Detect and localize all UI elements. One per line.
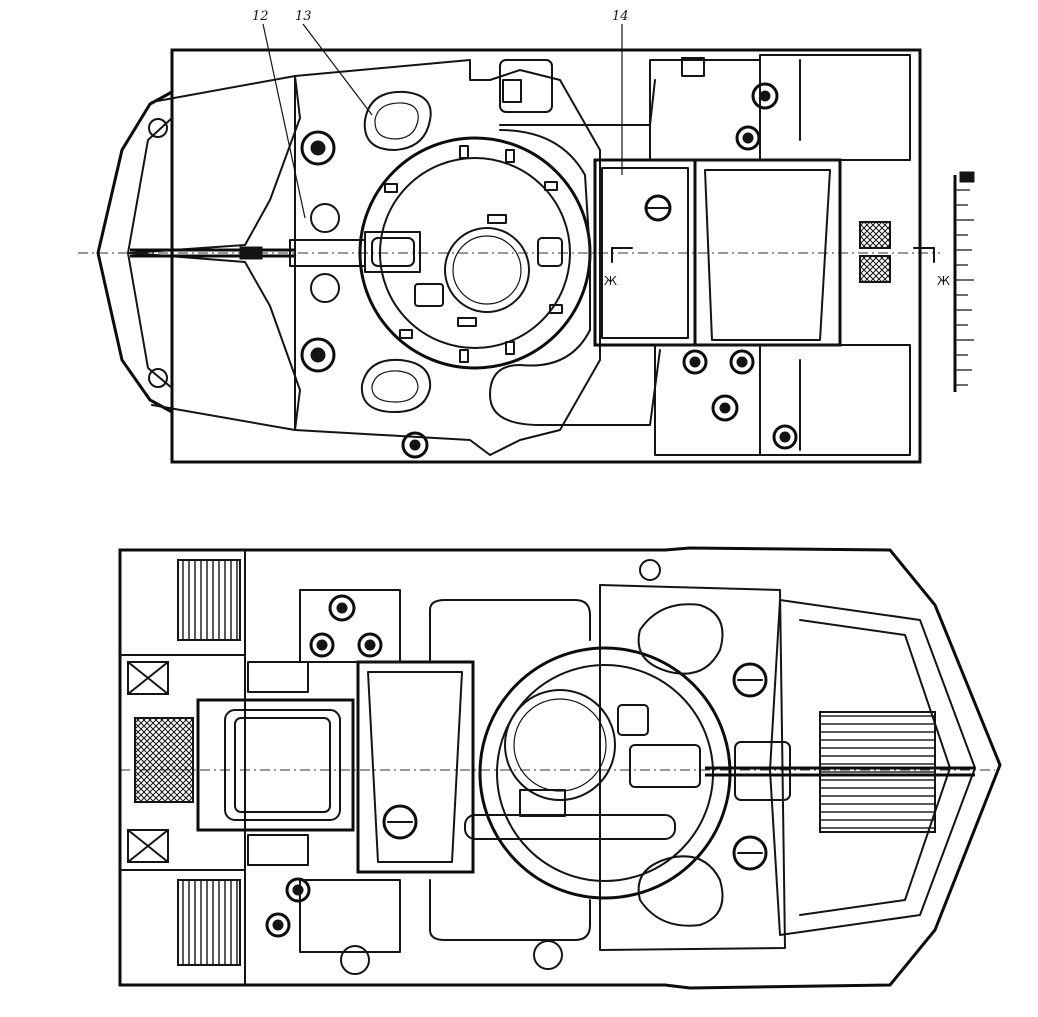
bottom-launcher-mount [519, 789, 566, 817]
bottom-louvre-upper [177, 559, 241, 641]
callout-12-label: 12 [252, 9, 269, 24]
top-gunner-hatch-upper [310, 203, 340, 233]
bottom-sight-housing [629, 744, 701, 788]
bottom-launcher-tube [464, 814, 676, 840]
top-gunner-hatch-lower [310, 273, 340, 303]
bottom-commander-hatch-inner [513, 698, 607, 792]
bottom-louvre-lower [177, 879, 241, 966]
top-mantlet-inner [371, 237, 415, 267]
bottom-misc-panels [119, 551, 401, 986]
top-round-caps [148, 82, 798, 459]
bottom-rear-panel [196, 698, 355, 832]
callout-14-label: 14 [612, 9, 629, 24]
bottom-turret-deck [599, 584, 786, 951]
top-vent-grid-1 [859, 221, 891, 249]
top-turret-ring-outer [358, 136, 592, 370]
top-commander-hatch [444, 227, 530, 313]
top-rear-panels [499, 54, 911, 456]
top-kidney-hatch-lower [360, 358, 432, 413]
bottom-commander-hatch [504, 689, 616, 801]
top-ring-bolts [384, 145, 563, 363]
top-section-arrow-right: Ж [913, 247, 950, 288]
bottom-round-caps [265, 559, 768, 975]
top-commander-hatch-inner [452, 235, 522, 305]
top-periscope-block [537, 237, 563, 267]
bottom-gun-mantlet [734, 741, 791, 801]
bottom-hatch-box [356, 660, 475, 874]
top-filler-cap [644, 194, 672, 222]
top-section-arrow-left: Ж [604, 247, 633, 288]
top-vent-grid-2 [859, 255, 891, 283]
top-sight-block [414, 283, 444, 307]
bottom-kidney-hatch-upper [637, 603, 724, 675]
top-hull-outline [170, 48, 922, 464]
top-barrel-collar [239, 246, 263, 260]
top-kidney-hatch-upper [363, 90, 432, 151]
bottom-front-louvre [819, 711, 936, 833]
bottom-view [118, 546, 1002, 990]
top-rear-scale [953, 171, 975, 392]
top-view: Ж Ж 12 13 14 [78, 9, 975, 464]
section-mark-right: Ж [937, 274, 950, 288]
callout-13: 13 [295, 9, 373, 116]
bottom-kidney-hatch-lower [637, 855, 724, 927]
bottom-front-glacis [769, 599, 976, 936]
bottom-turret-ring-outer [478, 646, 732, 900]
top-turret-ring-inner [379, 157, 571, 349]
bottom-hull-outline [118, 546, 1002, 990]
top-front-glacis [96, 90, 173, 414]
bottom-pipe-run [429, 599, 591, 941]
bottom-crossed-boxes [127, 661, 169, 863]
callout-13-label: 13 [295, 9, 312, 24]
bottom-filler-cap [382, 804, 418, 840]
top-nose-plate-upper [129, 75, 301, 254]
top-nose-plate-lower [129, 252, 301, 431]
bottom-engine-deck [134, 660, 475, 874]
section-mark-left: Ж [604, 274, 617, 288]
top-glacis-inner [127, 117, 173, 389]
callout-14: 14 [612, 9, 629, 175]
bottom-turret-ring-inner [496, 664, 714, 882]
bottom-vent-grid [134, 717, 194, 803]
callout-12: 12 [252, 9, 306, 219]
top-turret-deck [294, 59, 601, 456]
bottom-periscope [617, 704, 649, 736]
